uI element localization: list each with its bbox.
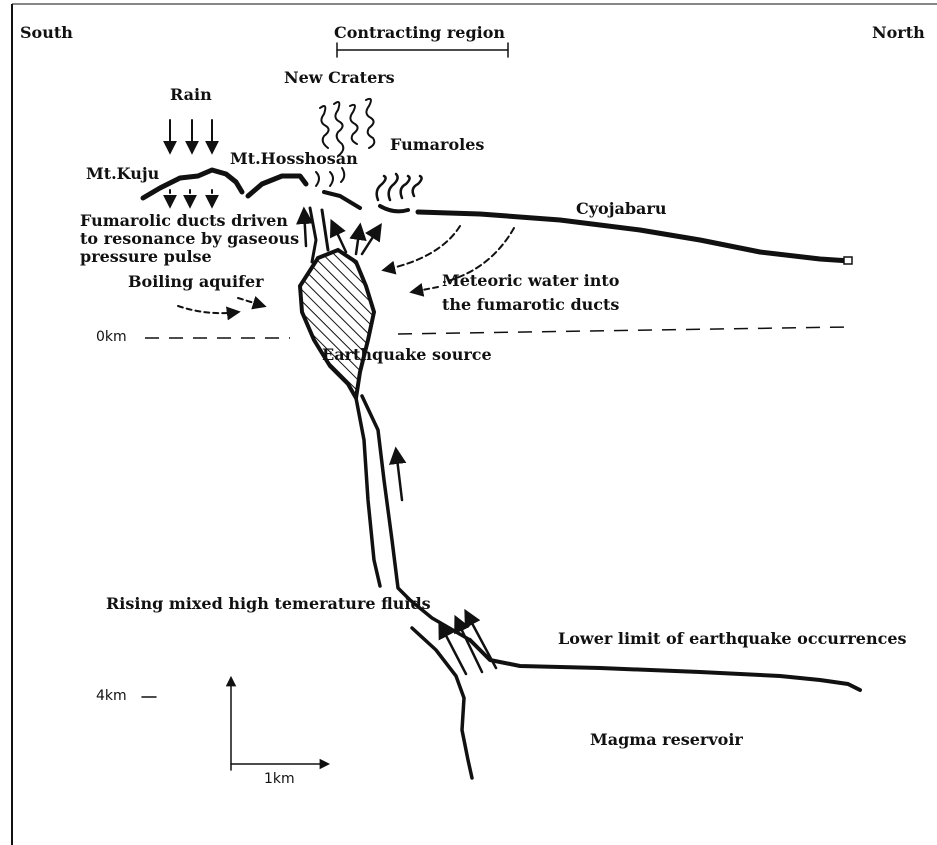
lower-limit-label: Lower limit of earthquake occurrences [558,630,907,648]
mt-hosshosan-label: Mt.Hosshosan [230,150,358,168]
rising-fluid-arrows [396,450,496,674]
one-km-label: 1km [264,772,295,788]
crater-floor-surface [324,192,360,208]
boiling-aquifer-label: Boiling aquifer [128,273,264,291]
earthquake-source-zone [300,250,374,398]
cyojabaru-surface [418,212,850,261]
south-label: South [20,24,73,42]
contracting-region-label: Contracting region [334,24,505,42]
cyojabaru-label: Cyojabaru [576,200,666,218]
fumarolic-ducts-label-line2: to resonance by gaseous [80,230,299,248]
fumaroles-label: Fumaroles [390,136,484,154]
rain-arrows [170,120,212,152]
fumarolic-ducts-label-line3: pressure pulse [80,248,212,266]
zero-km-datum-line-east [398,327,848,334]
surface-end-marker [844,257,852,264]
meteoric-water-label-line2: the fumarotic ducts [442,296,619,314]
magma-reservoir-label: Magma reservoir [590,731,743,749]
fumaroles-steam-icon [377,174,422,211]
kuju-infiltration-arrows [170,190,212,206]
mt-kuju-label: Mt.Kuju [86,165,159,183]
north-label: North [872,24,925,42]
four-km-label: 4km [96,689,127,705]
scale-bar [231,678,328,770]
mt-hosshosan-surface [248,176,306,196]
zero-km-label: 0km [96,330,127,346]
contracting-region-bracket [337,43,508,57]
meteoric-water-label-line1: Meteoric water into [442,272,619,290]
rain-label: Rain [170,86,212,104]
new-craters-label: New Craters [284,69,395,87]
rising-fluids-label: Rising mixed high temerature fluids [106,595,431,613]
earthquake-source-label: Earthquake source [322,346,492,364]
boiling-aquifer-arrows [178,298,264,313]
magma-conduit [356,396,860,778]
new-craters-steam-icon [316,99,374,186]
fumarolic-ducts-label-line1: Fumarolic ducts driven [80,212,288,230]
